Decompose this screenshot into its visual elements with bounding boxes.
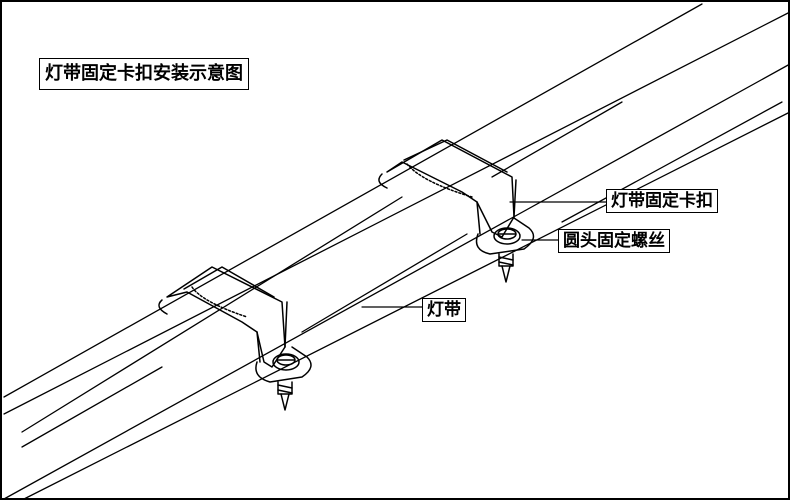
screw-left [255, 346, 312, 411]
leader-lines [361, 201, 607, 308]
label-screw: 圆头固定螺丝 [558, 229, 670, 253]
rail-lines [3, 3, 790, 500]
clip-right [378, 139, 517, 238]
label-strip: 灯带 [422, 298, 466, 322]
label-clip: 灯带固定卡扣 [606, 189, 718, 213]
clip-left [158, 266, 288, 368]
diagram-title: 灯带固定卡扣安装示意图 [39, 58, 249, 90]
screw-right [475, 217, 535, 283]
led-strip [21, 101, 783, 448]
